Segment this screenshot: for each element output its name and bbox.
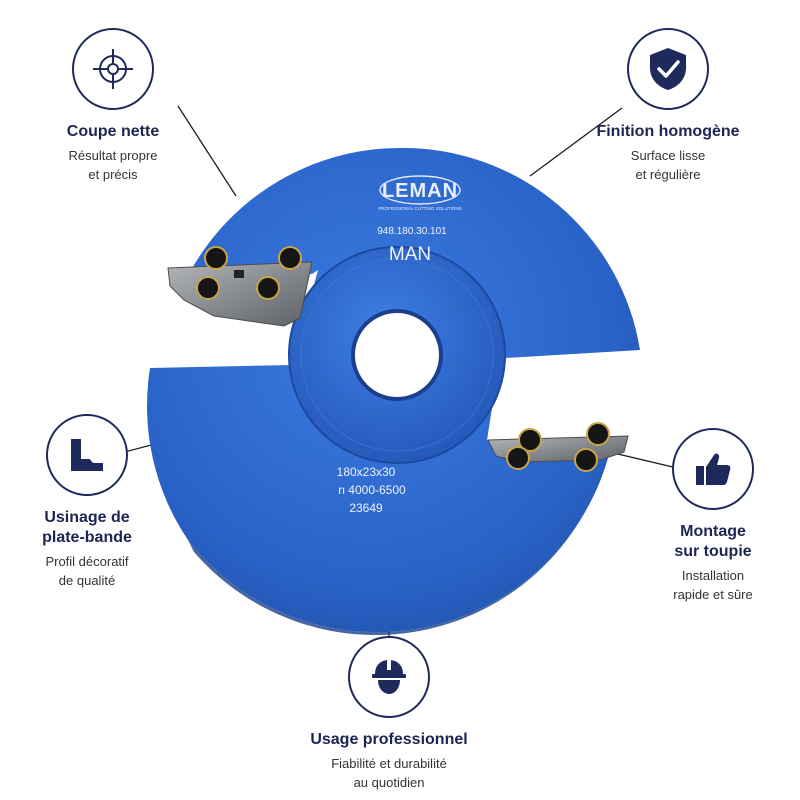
brand-tagline: PROFESSIONAL CUTTING SOLUTIONS bbox=[378, 206, 461, 211]
feature-usage-professionnel: Usage professionnel Fiabilité et durabil… bbox=[294, 636, 484, 792]
bore-hole bbox=[351, 309, 443, 401]
feature-desc: Profil décoratif de qualité bbox=[45, 554, 129, 588]
tool-dimensions: 180x23x30 bbox=[337, 465, 396, 479]
tool-speed: n 4000-6500 bbox=[338, 483, 406, 497]
tool-direction: MAN bbox=[389, 244, 431, 265]
feature-title: Montage sur toupie bbox=[674, 523, 752, 560]
knife-screw bbox=[204, 246, 228, 270]
knife-screw bbox=[518, 428, 542, 452]
feature-usinage-plate-bande: Usinage de plate-bande Profil décoratif … bbox=[22, 414, 152, 590]
shield-check-icon bbox=[627, 28, 709, 110]
feature-desc: Installation rapide et sûre bbox=[673, 568, 753, 602]
feature-desc: Résultat propre et précis bbox=[68, 148, 158, 182]
profile-icon bbox=[46, 414, 128, 496]
feature-desc: Fiabilité et durabilité au quotidien bbox=[331, 756, 447, 790]
feature-coupe-nette: Coupe nette Résultat propre et précis bbox=[48, 28, 178, 184]
knife-screw bbox=[256, 276, 280, 300]
hard-hat-icon bbox=[348, 636, 430, 718]
feature-title: Usinage de plate-bande bbox=[42, 509, 132, 546]
thumbs-up-icon bbox=[672, 428, 754, 510]
upper-knife bbox=[167, 246, 313, 327]
feature-title: Coupe nette bbox=[66, 123, 160, 140]
feature-finition-homogene: Finition homogène Surface lisse et régul… bbox=[588, 28, 748, 184]
crosshair-icon bbox=[72, 28, 154, 110]
feature-desc: Surface lisse et régulière bbox=[630, 148, 706, 182]
knife-screw bbox=[278, 246, 302, 270]
feature-title: Finition homogène bbox=[596, 123, 740, 140]
lower-knife bbox=[487, 422, 629, 472]
knife-screw bbox=[196, 276, 220, 300]
brand-logo bbox=[379, 175, 461, 205]
knife-screw bbox=[586, 422, 610, 446]
tool-serial: 23649 bbox=[349, 501, 383, 515]
feature-montage-toupie: Montage sur toupie Installation rapide e… bbox=[648, 428, 778, 604]
knife-screw bbox=[506, 446, 530, 470]
knife-screw bbox=[574, 448, 598, 472]
brand-logo-text: LEMAN bbox=[382, 180, 458, 202]
tool-reference: 948.180.30.101 bbox=[377, 226, 447, 237]
feature-title: Usage professionnel bbox=[310, 731, 468, 748]
